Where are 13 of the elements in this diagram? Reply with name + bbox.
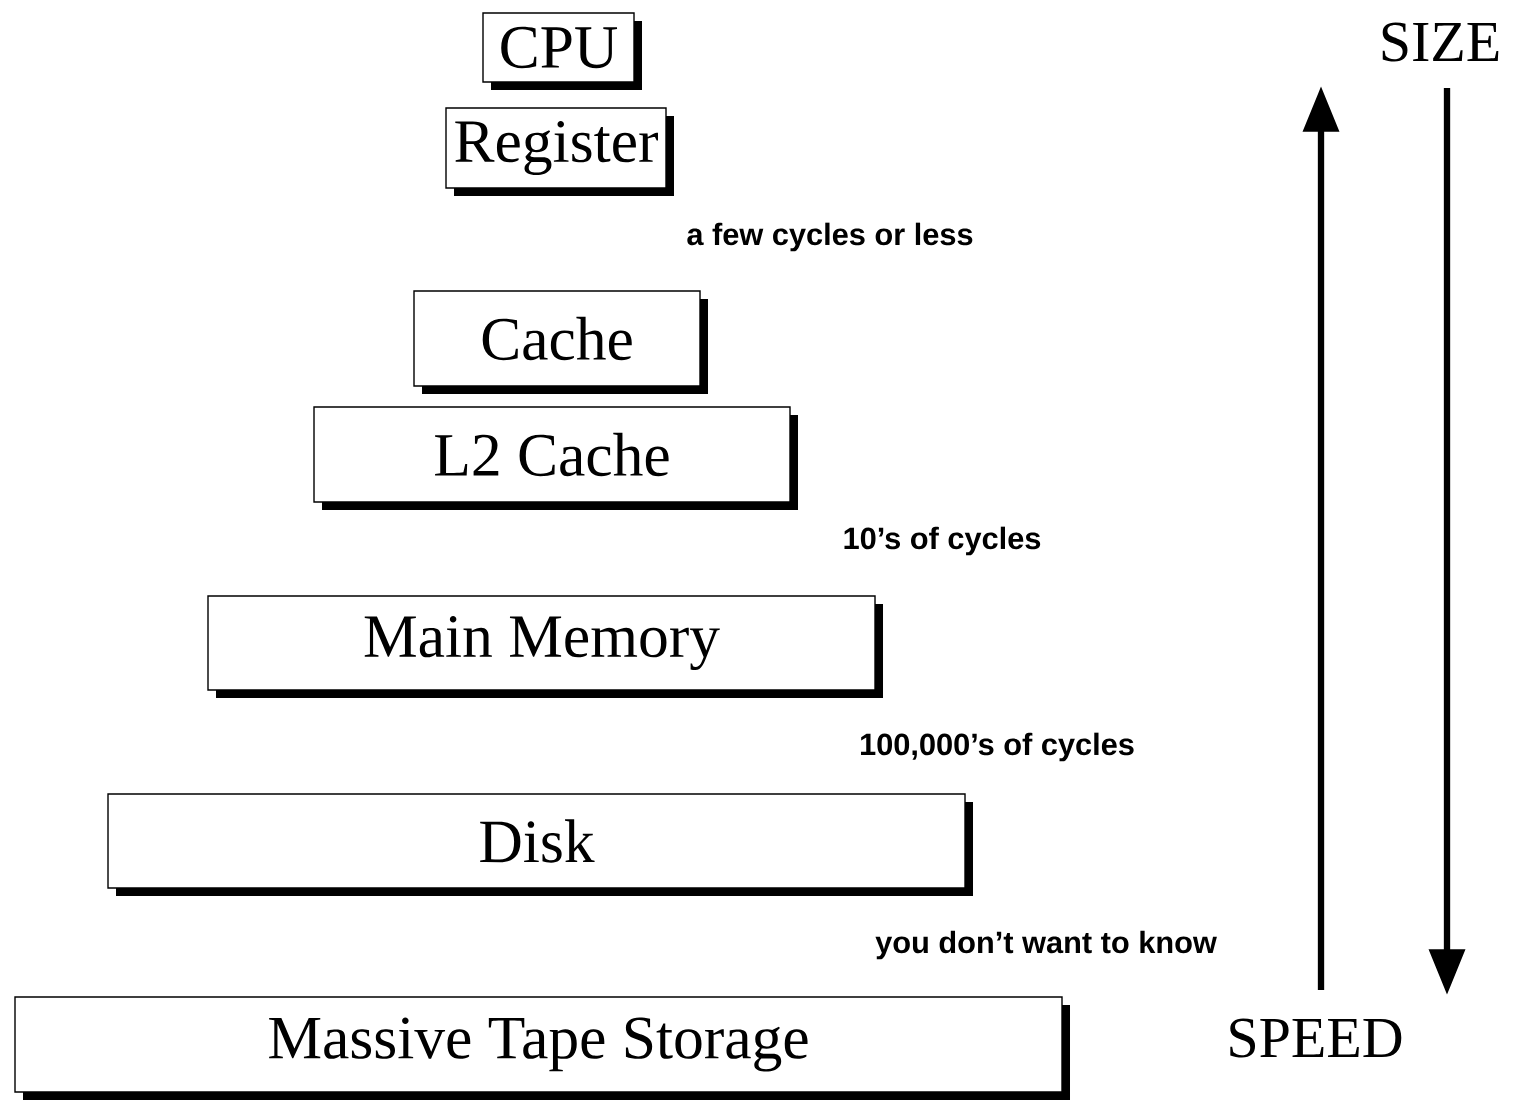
memory-level-box: CPU	[482, 12, 642, 90]
memory-level-box: Disk	[107, 793, 973, 896]
axis-label: SIZE	[1382, 22, 1499, 62]
memory-level-box: Cache	[413, 290, 708, 394]
memory-level-box: L2 Cache	[313, 406, 798, 510]
memory-level-box: Massive Tape Storage	[14, 996, 1070, 1100]
latency-label: 10’s of cycles	[844, 526, 1041, 556]
memory-level-box: Register	[445, 107, 674, 196]
axis-label: SPEED	[1230, 1018, 1402, 1058]
memory-level-box: Main Memory	[207, 595, 883, 698]
latency-label: you don’t want to know	[875, 930, 1217, 960]
latency-label: a few cycles or less	[687, 222, 973, 252]
latency-label: 100,000’s of cycles	[861, 732, 1134, 762]
